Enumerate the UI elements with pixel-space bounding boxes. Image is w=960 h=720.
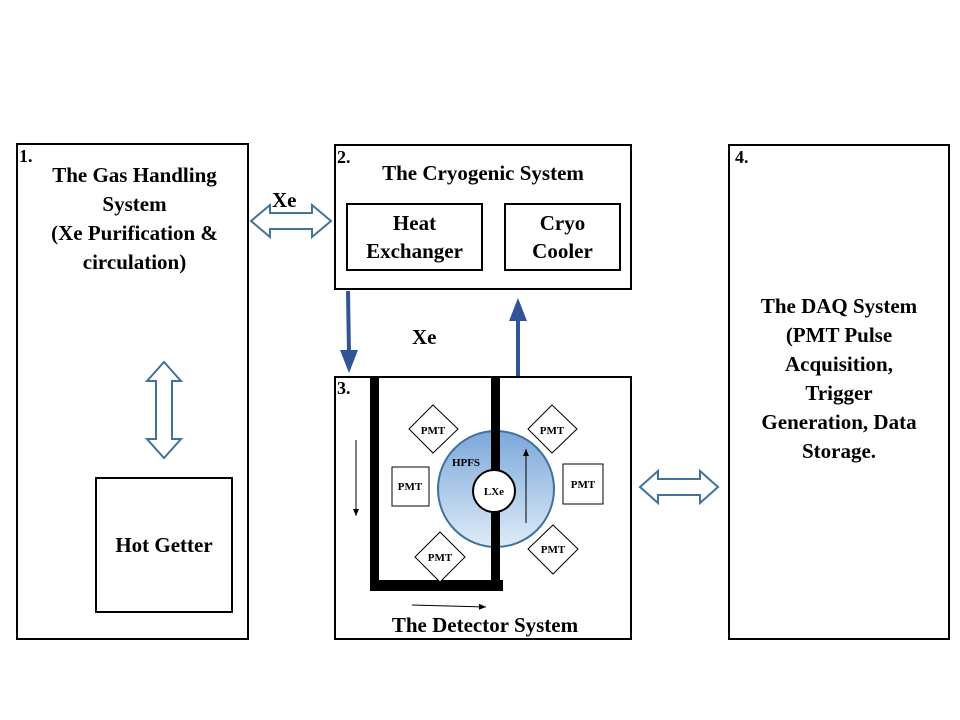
detector-title: The Detector System (391, 613, 579, 637)
hpfs-label: HPFS (452, 457, 480, 469)
lxe-circle (472, 469, 516, 513)
pmt-bottom-right (527, 524, 579, 575)
pmt-label-top-left: PMT (421, 425, 446, 437)
pmt-label-top-right: PMT (540, 425, 565, 437)
daq-title-line-5: Generation, Data (761, 410, 917, 434)
pmt-middle-right (562, 463, 604, 505)
cryo-cooler-line-2: Cooler (532, 239, 593, 263)
detector-number: 3. (337, 378, 351, 398)
heat-exchanger-line-2: Exchanger (366, 239, 463, 263)
pmt-label-bottom-right: PMT (541, 544, 566, 556)
pmt-top-right (527, 404, 578, 454)
daq-title-line-6: Storage. (801, 439, 877, 463)
daq-title-line-1: The DAQ System (760, 294, 918, 318)
pmt-label-middle-right: PMT (571, 479, 596, 491)
daq-number: 4. (735, 147, 749, 167)
cryo-cooler-line-1: Cryo (539, 211, 586, 235)
hot-getter-box (95, 477, 233, 613)
hot-getter-label: Hot Getter (115, 533, 213, 557)
cryogenic-title: The Cryogenic System (382, 161, 584, 185)
daq-system-box (728, 144, 950, 640)
xe-down-arrow (340, 290, 358, 373)
gas-handling-title-line-2: System (102, 192, 167, 216)
xe-up-arrow (509, 298, 527, 376)
pmt-top-left (408, 404, 459, 454)
detector-daq-double-arrow (638, 468, 720, 506)
daq-title-line-2: (PMT Pulse (785, 323, 893, 347)
heat-exchanger-box (346, 203, 483, 271)
daq-title-line-3: Acquisition, (785, 352, 893, 376)
lxe-label: LXe (484, 486, 504, 498)
pmt-label-middle-left: PMT (398, 481, 423, 493)
pmt-middle-left (391, 466, 430, 507)
getter-double-arrow (144, 360, 184, 460)
flow-arrow-right (411, 603, 487, 610)
pmt-bottom-left (414, 531, 466, 583)
gas-handling-number: 1. (19, 146, 33, 166)
pmt-label-bottom-left: PMT (428, 552, 453, 564)
heat-exchanger-line-1: Heat (392, 211, 437, 235)
daq-title-line-4: Trigger (805, 381, 873, 405)
cryogenic-number: 2. (337, 147, 351, 167)
gas-handling-title-line-3: (Xe Purification & (51, 221, 218, 245)
bottom-pipe (370, 580, 503, 591)
gas-handling-title-line-4: circulation) (82, 250, 187, 274)
gas-handling-title-line-1: The Gas Handling (52, 163, 217, 187)
gas-cryo-double-arrow (249, 202, 333, 240)
xe-flow-label-middle: Xe (412, 325, 437, 349)
cryo-cooler-box (504, 203, 621, 271)
left-pipe (370, 377, 379, 591)
xe-flow-label-top: Xe (272, 188, 297, 212)
